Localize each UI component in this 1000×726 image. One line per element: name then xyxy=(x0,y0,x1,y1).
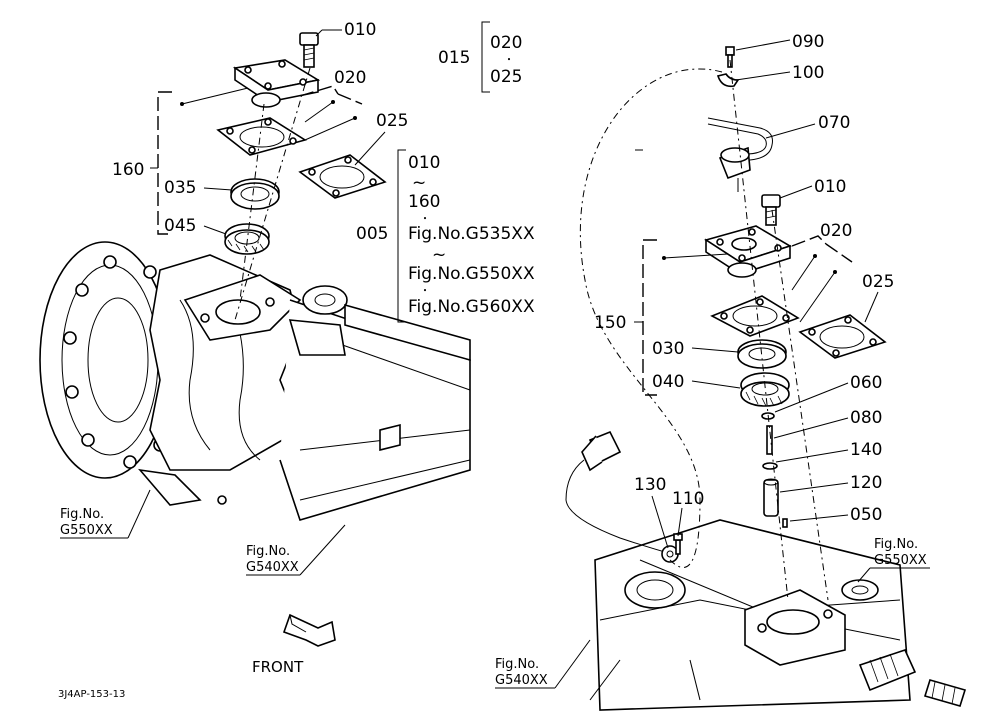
front-arrow-icon xyxy=(282,613,336,647)
group-005-tilde2: ~ xyxy=(432,245,446,265)
bolt-010-left xyxy=(299,32,319,68)
callout-120: 120 xyxy=(850,473,882,493)
group-015-from: 020 xyxy=(490,33,522,53)
callout-020-left: 020 xyxy=(334,68,366,88)
group-005-from: 010 xyxy=(408,153,440,173)
fig-ref-left-g550-line2: G550XX xyxy=(60,523,113,538)
front-label: FRONT xyxy=(252,658,304,676)
fig-ref-left-g540-line1: Fig.No. xyxy=(246,544,290,559)
callout-130: 130 xyxy=(634,475,666,495)
callout-090: 090 xyxy=(792,32,824,52)
callout-030: 030 xyxy=(652,339,684,359)
fig-ref-right-g550-line2: G550XX xyxy=(874,553,927,568)
right-exploded-parts xyxy=(495,39,930,689)
callout-020-right: 020 xyxy=(820,221,852,241)
callout-080: 080 xyxy=(850,408,882,428)
group-015-sep: ・ xyxy=(504,55,514,66)
fig-ref-right-g540-line1: Fig.No. xyxy=(495,657,539,672)
callout-070: 070 xyxy=(818,113,850,133)
group-005-fig-b: Fig.No.G550XX xyxy=(408,264,535,284)
callout-040: 040 xyxy=(652,372,684,392)
group-005-fig-c: Fig.No.G560XX xyxy=(408,297,535,317)
seal-035-left xyxy=(230,178,280,210)
left-axle-housing xyxy=(39,241,471,521)
callout-005: 005 xyxy=(356,224,388,244)
left-exploded-parts xyxy=(150,29,387,321)
fig-ref-left-g540-line2: G540XX xyxy=(246,560,299,575)
callout-labels: 010 020 025 160 035 045 015 020 ・ 025 00… xyxy=(58,20,927,700)
callout-045: 045 xyxy=(164,216,196,236)
callout-140: 140 xyxy=(850,440,882,460)
callout-010-left: 010 xyxy=(344,20,376,40)
group-005-to: 160 xyxy=(408,192,440,212)
callout-025-right: 025 xyxy=(862,272,894,292)
group-005-fig-a: Fig.No.G535XX xyxy=(408,224,535,244)
callout-050: 050 xyxy=(850,505,882,525)
fig-ref-left-g550-line1: Fig.No. xyxy=(60,507,104,522)
fig-ref-right-g540-line2: G540XX xyxy=(495,673,548,688)
group-005-dot2: ・ xyxy=(420,286,430,297)
callout-015: 015 xyxy=(438,48,470,68)
group-015-to: 025 xyxy=(490,67,522,87)
cover-plate-left xyxy=(232,59,321,108)
figure-code: 3J4AP-153-13 xyxy=(58,689,125,700)
right-axle-housing xyxy=(589,519,967,711)
callout-160: 160 xyxy=(112,160,144,180)
fig-ref-right-g550-line1: Fig.No. xyxy=(874,537,918,552)
callout-010-right: 010 xyxy=(814,177,846,197)
callout-150: 150 xyxy=(594,313,626,333)
group-005-tilde1: ~ xyxy=(412,173,426,193)
callout-025-left: 025 xyxy=(376,111,408,131)
callout-060: 060 xyxy=(850,373,882,393)
callout-035: 035 xyxy=(164,178,196,198)
callout-100: 100 xyxy=(792,63,824,83)
shim-025-left xyxy=(298,154,387,199)
callout-110: 110 xyxy=(672,489,704,509)
group-005-dot: ・ xyxy=(420,214,430,225)
